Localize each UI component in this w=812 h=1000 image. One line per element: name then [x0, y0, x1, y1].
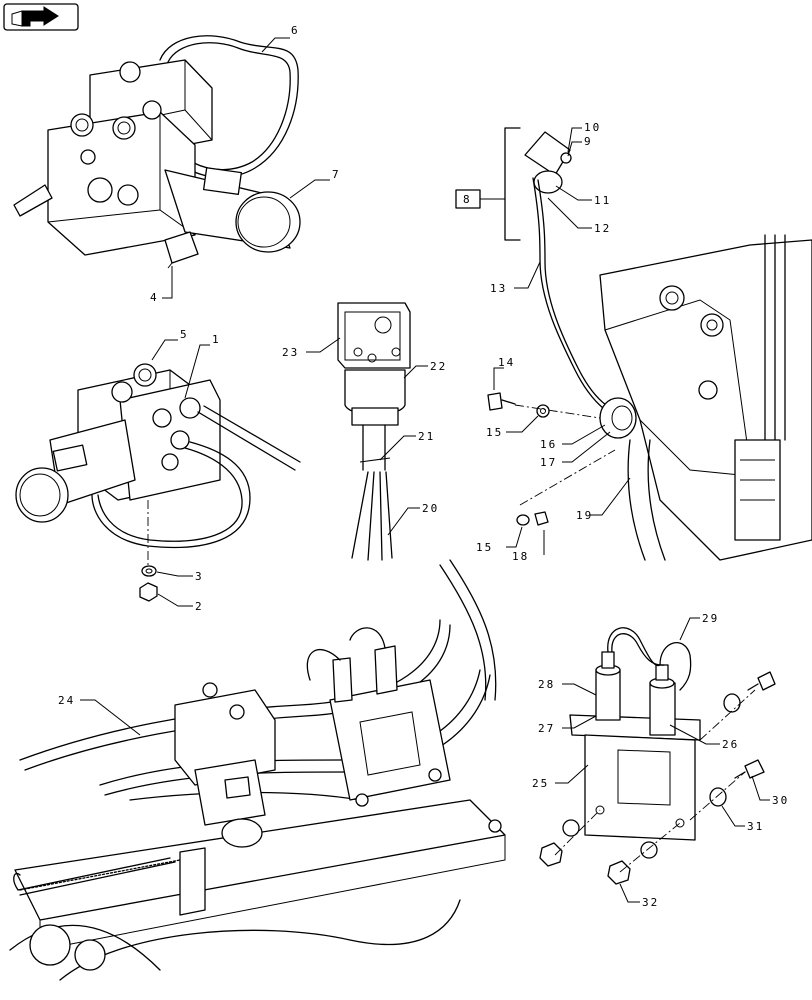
sensor-group-8 [455, 127, 615, 416]
callout-labels: 6 7 4 5 1 3 2 8 10 9 11 12 13 14 15 16 1… [58, 24, 789, 909]
callout-23: 23 [282, 346, 299, 359]
callout-4: 4 [150, 291, 159, 304]
arrow-right-icon [21, 6, 59, 27]
callout-1: 1 [212, 333, 221, 346]
callout-10: 10 [584, 121, 601, 134]
leader-lines [80, 37, 770, 903]
callout-20: 20 [422, 502, 439, 515]
callout-11: 11 [594, 194, 611, 207]
callout-18: 18 [512, 550, 529, 563]
callout-26: 26 [722, 738, 739, 751]
callout-27: 27 [538, 722, 555, 735]
valve-assembly-middle [15, 363, 301, 602]
callout-9: 9 [584, 135, 593, 148]
callout-22: 22 [430, 360, 447, 373]
callout-14: 14 [498, 356, 515, 369]
nav-arrow-button[interactable] [3, 3, 79, 31]
callout-3: 3 [195, 570, 204, 583]
installed-valve-view [9, 559, 506, 981]
valve-assembly-top [13, 35, 301, 269]
machine-frame [487, 234, 812, 561]
callout-21: 21 [418, 430, 435, 443]
callout-25: 25 [532, 777, 549, 790]
callout-19: 19 [576, 509, 593, 522]
callout-12: 12 [594, 222, 611, 235]
callout-2: 2 [195, 600, 204, 613]
callout-32: 32 [642, 896, 659, 909]
callout-8: 8 [463, 193, 472, 206]
callout-31: 31 [747, 820, 764, 833]
callout-6: 6 [291, 24, 300, 37]
callout-17: 17 [540, 456, 557, 469]
callout-16: 16 [540, 438, 557, 451]
callout-28: 28 [538, 678, 555, 691]
callout-7: 7 [332, 168, 341, 181]
callout-5: 5 [180, 328, 189, 341]
sensor-bracket-assembly [539, 627, 776, 885]
electrical-connector [337, 302, 411, 561]
callout-15-bottom: 15 [476, 541, 493, 554]
callout-15-top: 15 [486, 426, 503, 439]
callout-30: 30 [772, 794, 789, 807]
callout-24: 24 [58, 694, 75, 707]
callout-29: 29 [702, 612, 719, 625]
callout-13: 13 [490, 282, 507, 295]
